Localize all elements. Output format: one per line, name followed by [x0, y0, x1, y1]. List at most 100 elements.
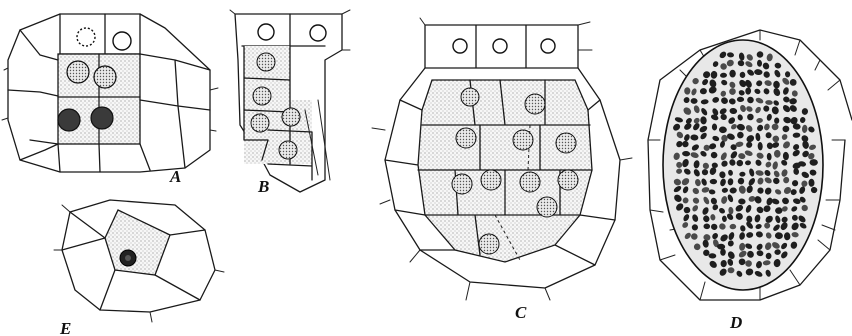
spore	[692, 77, 699, 85]
spore	[764, 222, 771, 229]
spore	[746, 106, 753, 112]
spore	[674, 117, 683, 123]
spore	[673, 123, 681, 131]
spore	[738, 250, 747, 258]
spore	[755, 106, 761, 114]
spore	[673, 152, 680, 160]
spore	[781, 134, 788, 140]
spore	[809, 169, 817, 176]
spore	[673, 178, 682, 186]
spore	[781, 159, 788, 166]
spore	[766, 142, 773, 150]
spore	[684, 134, 690, 142]
spore	[766, 53, 773, 62]
spore	[756, 59, 763, 67]
spore	[729, 187, 737, 194]
spore	[736, 123, 745, 131]
spore	[781, 216, 788, 223]
spore	[737, 177, 745, 185]
spore	[756, 243, 763, 251]
spore	[684, 232, 691, 239]
spore	[676, 161, 683, 168]
spore	[719, 208, 725, 214]
spore	[789, 105, 797, 112]
spore	[673, 186, 682, 193]
spore	[746, 141, 753, 148]
spore	[755, 159, 762, 166]
spore	[802, 150, 809, 158]
spore	[701, 178, 707, 186]
spore	[700, 99, 709, 105]
spore	[730, 151, 738, 159]
spore	[746, 232, 754, 238]
spore	[754, 271, 763, 277]
spore	[728, 206, 734, 215]
spore	[756, 261, 762, 269]
spore	[681, 178, 690, 186]
spore	[764, 80, 772, 86]
panel-label-e: E	[59, 319, 71, 336]
spore	[727, 52, 734, 58]
panel-label-b: B	[257, 177, 269, 196]
spore	[755, 170, 764, 176]
spore	[799, 117, 806, 123]
spore	[801, 108, 809, 115]
spore	[740, 225, 746, 232]
spore	[735, 204, 744, 212]
spore	[791, 222, 799, 231]
spore	[774, 249, 781, 255]
spore	[772, 135, 780, 143]
spore	[792, 198, 801, 205]
spore	[745, 79, 752, 88]
spore	[782, 151, 789, 161]
panel-label-d: D	[729, 313, 742, 332]
spore	[783, 87, 789, 95]
spore	[745, 268, 754, 276]
spore	[763, 105, 770, 112]
spore	[701, 108, 708, 116]
spore	[739, 171, 746, 177]
spore	[708, 189, 716, 195]
spore	[693, 243, 701, 251]
spore	[745, 87, 752, 95]
spore	[764, 187, 772, 195]
spore	[749, 168, 755, 177]
spore	[730, 144, 737, 151]
spore	[674, 194, 682, 202]
spore	[755, 223, 762, 230]
spore	[774, 232, 783, 240]
spore	[711, 162, 718, 169]
spore	[727, 194, 734, 203]
spore	[700, 150, 707, 157]
spore	[676, 203, 684, 211]
spore	[773, 170, 780, 178]
spore	[682, 197, 689, 204]
spore	[702, 162, 709, 170]
spore	[692, 214, 699, 222]
spore	[683, 168, 691, 175]
spore	[771, 106, 779, 115]
spore	[700, 116, 707, 125]
spore	[683, 97, 690, 104]
spore	[721, 215, 727, 222]
spore	[765, 100, 773, 105]
spore	[721, 134, 728, 142]
spore	[717, 243, 726, 250]
spore	[695, 179, 701, 187]
spore	[765, 215, 773, 223]
spore	[754, 214, 761, 223]
spore	[721, 97, 728, 104]
spore	[793, 144, 800, 151]
spore	[693, 105, 700, 114]
spore	[727, 267, 735, 274]
spore	[700, 132, 707, 140]
spore	[729, 107, 738, 115]
spore	[766, 113, 772, 121]
spore	[738, 258, 746, 266]
spore	[773, 177, 780, 185]
spore	[709, 178, 718, 185]
spore	[744, 150, 753, 156]
spore	[772, 161, 778, 170]
spore	[676, 131, 684, 139]
